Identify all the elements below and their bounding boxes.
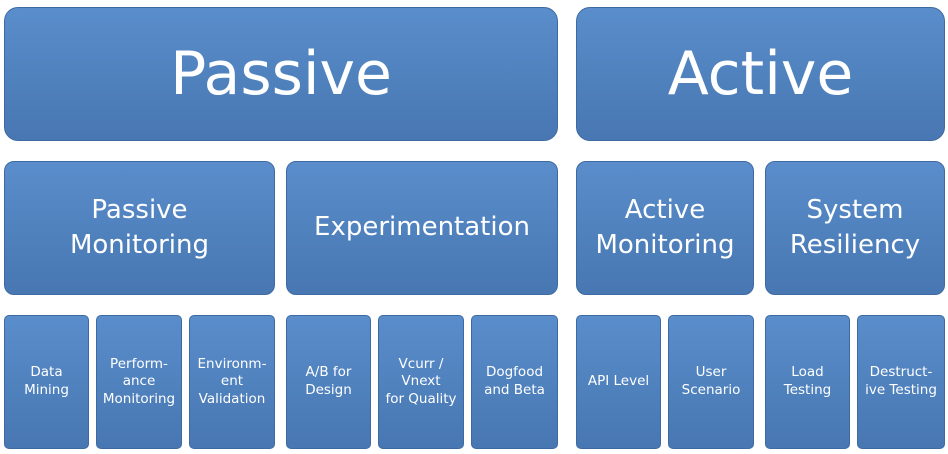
data-mining-box: Data Mining (4, 315, 89, 449)
passive-monitoring-box: Passive Monitoring (4, 161, 275, 295)
environment-validation-box: Environm- ent Validation (189, 315, 275, 449)
active-header: Active (576, 7, 945, 141)
dogfood-beta-box: Dogfood and Beta (471, 315, 558, 449)
system-resiliency-box: System Resiliency (765, 161, 945, 295)
user-scenario-box: User Scenario (668, 315, 754, 449)
experimentation-box: Experimentation (286, 161, 558, 295)
passive-header: Passive (4, 7, 558, 141)
performance-monitoring-box: Perform- ance Monitoring (96, 315, 182, 449)
api-level-box: API Level (576, 315, 661, 449)
active-monitoring-box: Active Monitoring (576, 161, 754, 295)
load-testing-box: Load Testing (765, 315, 850, 449)
ab-for-design-box: A/B for Design (286, 315, 371, 449)
destructive-testing-box: Destruct- ive Testing (857, 315, 945, 449)
vcurr-vnext-box: Vcurr / Vnext for Quality (378, 315, 464, 449)
